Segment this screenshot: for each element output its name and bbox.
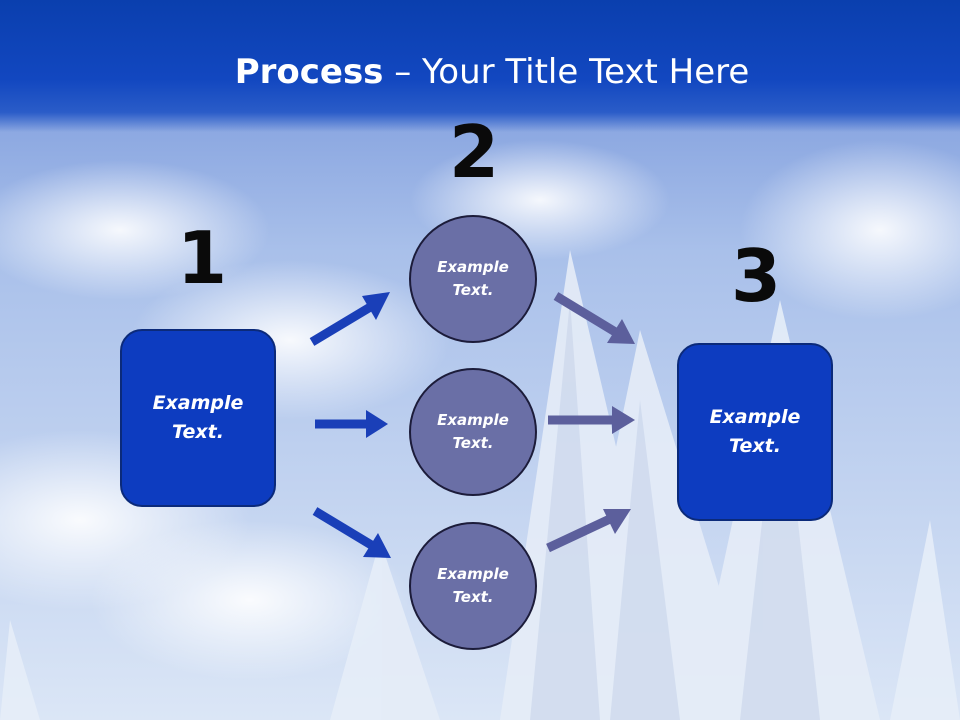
step-1-box-line1: Example [152, 392, 244, 414]
circle-bottom-line2: Text. [452, 588, 494, 606]
title-bar [0, 0, 960, 132]
circle-bottom-line1: Example [437, 565, 509, 583]
arrow-up-right-left [309, 292, 390, 346]
step-1-box-line2: Text. [172, 421, 224, 443]
title-rest: – Your Title Text Here [383, 52, 750, 92]
step-number-1: 1 [177, 216, 228, 300]
circle-middle-line2: Text. [452, 434, 494, 452]
title-bold: Process [234, 52, 384, 92]
step-3-box-line2: Text. [729, 435, 781, 457]
circle-top-line2: Text. [452, 281, 494, 299]
arrow-up-right-right [546, 509, 631, 553]
circle-middle-line1: Example [437, 411, 509, 429]
arrow-right-right [548, 406, 635, 434]
circle-top-line1: Example [437, 258, 509, 276]
step-number-3: 3 [731, 234, 782, 318]
page-title: Process – Your Title Text Here [0, 52, 960, 92]
arrow-down-right-right [553, 292, 635, 344]
step-3-box-line1: Example [709, 406, 801, 428]
arrow-down-right-left [312, 507, 391, 558]
arrow-right-left [315, 410, 388, 438]
step-number-2: 2 [449, 110, 500, 194]
